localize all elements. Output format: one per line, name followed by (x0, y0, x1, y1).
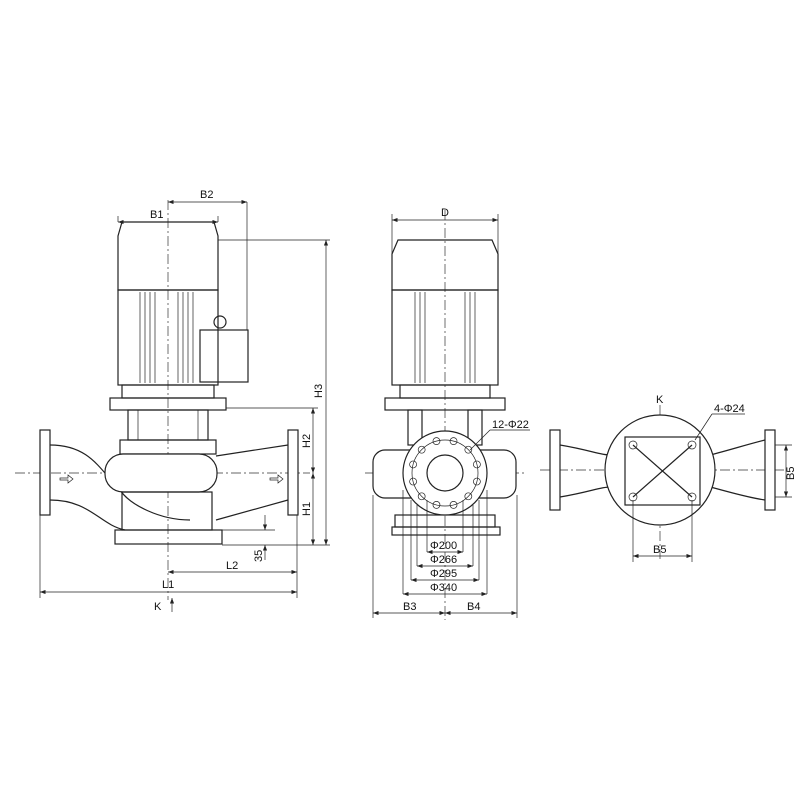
bolt-hole (464, 445, 473, 454)
label-bolt-holes: 12-Φ22 (492, 419, 529, 431)
bolt-hole (432, 501, 441, 509)
label-h2: H2 (301, 434, 313, 448)
flange-bolt-holes (409, 437, 481, 509)
bolt-hole (409, 477, 417, 486)
top-outlet-pipe (709, 439, 766, 501)
label-b3: B3 (403, 601, 416, 613)
terminal-box (199, 329, 249, 383)
pump-outlet-bore (426, 454, 464, 492)
mount-bolts-callout: 4-Φ24 (694, 403, 745, 441)
bolt-hole (464, 492, 473, 501)
diameter-dimensions: Φ200 Φ266 Φ295 Φ340 (402, 490, 488, 597)
base-plate (114, 529, 223, 545)
side-base (391, 526, 501, 536)
top-inlet-flange (549, 429, 561, 511)
label-h3: H3 (313, 384, 325, 398)
label-h1: H1 (301, 502, 313, 516)
label-phi200: Φ200 (430, 540, 457, 552)
bolt-hole (417, 492, 426, 501)
label-b4: B4 (467, 601, 480, 613)
dimension-b1: B1 (117, 209, 219, 225)
dimension-l1: L1 (39, 515, 297, 598)
motor (117, 221, 249, 399)
bolt-hole (473, 477, 481, 486)
label-k-view: K (154, 601, 162, 613)
bolt-hole (473, 460, 481, 469)
dimension-h1: H1 (222, 473, 330, 546)
inlet-flow-arrow (59, 474, 74, 484)
front-view: B1 B2 H3 H2 H1 35 (15, 189, 330, 613)
outlet-flow-arrow (269, 474, 284, 484)
bolt-hole (432, 437, 441, 445)
dimension-b3-b4: B3 B4 (372, 495, 518, 618)
top-view-k: K 4-Φ24 B5 B5 (540, 394, 797, 562)
dimension-b2: B2 (168, 189, 248, 330)
label-35: 35 (253, 550, 265, 562)
bolt-hole (417, 445, 426, 454)
label-b5-horizontal: B5 (653, 544, 666, 556)
label-l2: L2 (226, 560, 238, 572)
label-b2: B2 (200, 189, 213, 201)
lifting-eye (213, 315, 227, 329)
dimension-h2: H2 (226, 407, 318, 473)
top-inlet-pipe (559, 444, 611, 498)
dimension-l2: L2 (168, 515, 298, 598)
label-l1: L1 (162, 579, 174, 591)
label-b1: B1 (150, 209, 163, 221)
dimension-35: 35 (205, 515, 275, 562)
dimension-b5-horizontal: B5 (632, 500, 693, 562)
bolt-circle (411, 439, 479, 507)
inlet-flange (39, 429, 51, 516)
bolt-hole (449, 501, 458, 509)
label-k-top: K (656, 394, 664, 406)
label-phi340: Φ340 (430, 582, 457, 594)
bolt-holes-callout: 12-Φ22 (469, 419, 530, 451)
top-outlet-flange (764, 429, 776, 511)
side-view: 12-Φ22 D Φ200 Φ266 Φ295 Φ340 B3 B4 (365, 207, 530, 620)
outlet-flange (287, 429, 299, 516)
pump-flange (402, 430, 488, 516)
pump-casing (49, 439, 289, 545)
label-d: D (441, 207, 449, 219)
bolt-hole (409, 460, 417, 469)
label-4-phi24: 4-Φ24 (714, 403, 745, 415)
bolt-hole (449, 437, 458, 445)
dimension-h3: H3 (218, 239, 330, 545)
label-phi266: Φ266 (430, 554, 457, 566)
label-phi295: Φ295 (430, 568, 457, 580)
dimension-b5-vertical: B5 (775, 444, 797, 498)
dimension-d: D (391, 207, 499, 254)
label-b5-vertical: B5 (785, 467, 797, 480)
